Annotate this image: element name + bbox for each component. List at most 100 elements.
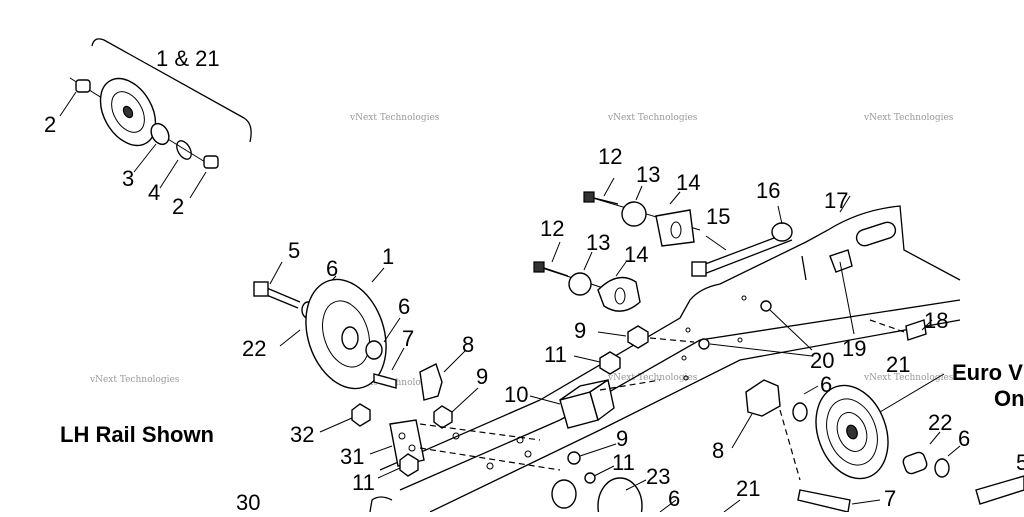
bolt-head [691,261,707,277]
label-5: 5 [288,238,300,263]
pin [905,319,927,341]
label-6: 6 [326,256,338,281]
label-6: 6 [820,372,832,397]
label-12: 12 [598,144,622,169]
axle-bracket [419,363,443,401]
label-2: 2 [172,194,184,219]
nut [433,405,453,429]
label-3: 3 [122,166,134,191]
bolt [797,489,851,513]
washer [584,472,596,484]
label-7: 7 [884,486,896,511]
washer [760,300,772,312]
rail-caption: LH Rail Shown [60,422,214,447]
rail-slot [855,221,897,247]
label-20: 20 [810,348,834,373]
label-13: 13 [586,230,610,255]
washer [934,458,950,478]
idler-wheel [597,477,643,517]
mounting-plate [389,419,425,467]
label-22: 22 [928,410,952,435]
watermark: vNext Technologies [863,113,954,123]
label-14: 14 [676,170,700,195]
label-8: 8 [462,332,474,357]
nut [351,403,371,427]
bearing [150,122,170,146]
label-14: 14 [624,242,648,267]
label-15: 15 [706,204,730,229]
lower-bracket [319,403,741,517]
nut [203,155,219,169]
bolt-head [253,281,269,297]
label-9: 9 [476,364,488,389]
lock-nut [771,222,793,242]
label-10: 10 [504,382,528,407]
bracket [829,249,853,273]
label-32: 32 [290,422,314,447]
spacer [568,272,592,296]
bolt-head [533,261,545,273]
rail-fasteners [573,295,813,381]
label-1: 1 [382,244,394,269]
watermark: vNext Technologies [349,113,440,123]
euro-caption-line1: Euro V [952,360,1023,385]
group-bracket [91,38,252,143]
label-21: 21 [736,476,760,501]
watermark: vNext Technologies [89,375,180,385]
label-19: 19 [842,336,866,361]
label-13: 13 [636,162,660,187]
watermarks: vNext Technologies vNext Technologies vN… [89,113,954,388]
axle-bracket [745,379,781,417]
bolt-head [583,191,595,203]
axle-bracket [551,479,577,509]
label-23: 23 [646,464,670,489]
label-9: 9 [616,426,628,451]
idler-wheel-assembly [59,38,252,199]
label-11: 11 [352,470,375,495]
label-4: 4 [148,180,160,205]
bolt-head [75,79,91,93]
bumper-block [597,276,641,312]
bolt [373,373,397,389]
slider-block [529,378,661,429]
limiter-bolt [691,205,793,277]
label-18: 18 [924,308,948,333]
rear-idler-wheel [731,373,1024,513]
label-22: 22 [242,336,266,361]
label-30: 30 [236,490,260,512]
front-idler-wheel [253,261,479,429]
label-6: 6 [668,486,680,511]
hub [341,326,359,350]
label-21: 21 [886,352,910,377]
label-8: 8 [712,438,724,463]
label-16: 16 [756,178,780,203]
washer [567,451,581,465]
label-12: 12 [540,216,564,241]
bolt [975,475,1024,505]
spacer [902,451,928,475]
label-5: 5 [1016,450,1024,475]
nut [399,453,419,477]
washer [365,340,383,360]
label-17: 17 [824,188,848,213]
watermark: vNext Technologies [607,113,698,123]
euro-caption-line2: On [994,386,1024,411]
nut [599,351,621,375]
label-6: 6 [958,426,970,451]
label-2: 2 [44,112,56,137]
watermark: vNext Technologies [863,373,954,383]
label-1-21: 1 & 21 [156,46,220,71]
spacer [621,201,647,227]
label-11: 11 [612,450,635,475]
label-9: 9 [574,318,586,343]
upper-bumper-parts [533,177,701,312]
washer [698,338,710,350]
label-11: 11 [544,342,567,367]
label-31: 31 [340,444,364,469]
washer [792,402,808,422]
watermark: vNext Technologies [607,373,698,383]
snap-ring [176,140,192,160]
bumper-block [655,209,695,247]
